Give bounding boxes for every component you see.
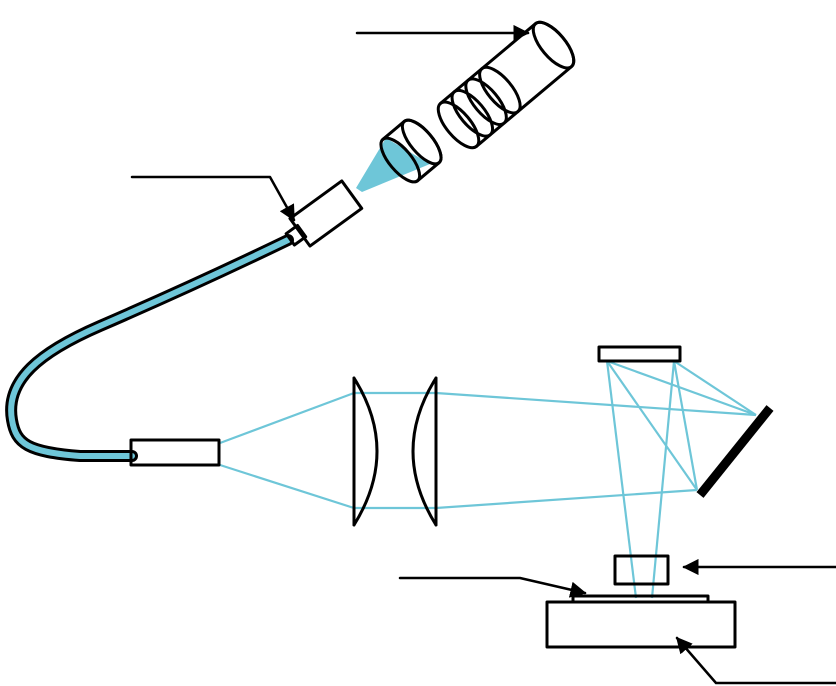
arrow-to-sample-stage: [675, 636, 836, 685]
optical-fiber: [5, 234, 294, 462]
fiber-output-collimator: [129, 438, 221, 467]
focusing-lens: [379, 118, 443, 184]
beam-to-lens: [219, 391, 355, 510]
beam-through-lens: [354, 391, 436, 510]
sample: [571, 594, 710, 604]
mirror-angled: [696, 405, 774, 498]
beam-reflections: [605, 359, 757, 599]
sample-stage: [545, 600, 737, 649]
laser-source: [436, 20, 576, 150]
lens-pair: [352, 376, 438, 527]
arrow-to-sample: [398, 576, 587, 598]
fiber-coupler: [284, 179, 364, 248]
focused-beam-cone: [356, 138, 430, 192]
arrow-to-fiber-coupler: [130, 175, 296, 222]
detector: [613, 554, 670, 586]
beam-to-mirror: [435, 391, 757, 510]
mirror-top: [597, 345, 682, 363]
